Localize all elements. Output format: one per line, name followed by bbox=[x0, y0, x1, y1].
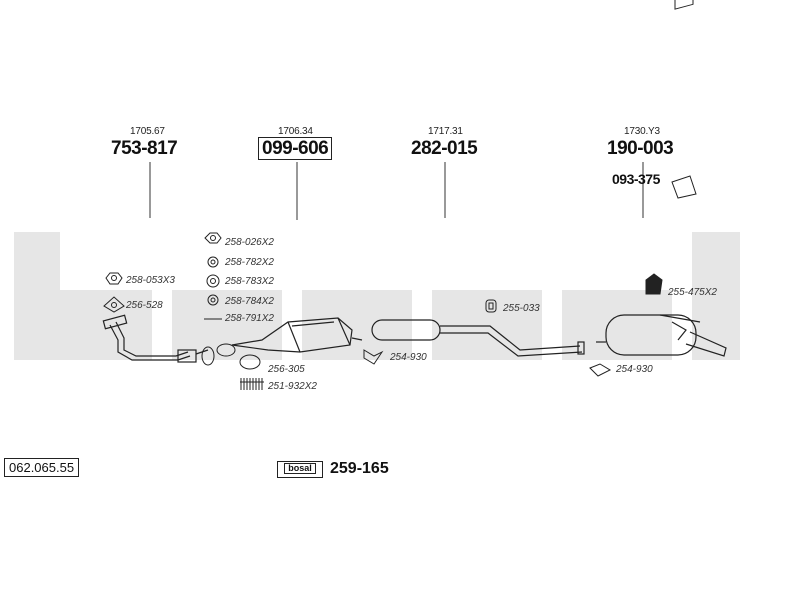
accessory-label[interactable]: 256-305 bbox=[268, 364, 305, 375]
brand-logo-text: bosal bbox=[284, 463, 316, 474]
catalytic-converter-drawing bbox=[231, 317, 363, 353]
part-ref-3: 1717.31 bbox=[428, 126, 463, 137]
accessory-label[interactable]: 254-930 bbox=[390, 352, 427, 363]
hardware-icons bbox=[103, 0, 697, 390]
part-number-extra[interactable]: 093-375 bbox=[612, 171, 660, 187]
part-number-4[interactable]: 190-003 bbox=[607, 138, 674, 159]
part-number-1[interactable]: 753-817 bbox=[111, 138, 178, 159]
accessory-label[interactable]: 258-784X2 bbox=[225, 296, 274, 307]
part-number-3[interactable]: 282-015 bbox=[411, 138, 478, 159]
part-ref-2: 1706.34 bbox=[278, 126, 313, 137]
gasket-drawing bbox=[201, 343, 261, 370]
accessory-label[interactable]: 258-053X3 bbox=[126, 275, 175, 286]
middle-silencer-drawing bbox=[371, 319, 585, 357]
accessory-label[interactable]: 255-033 bbox=[503, 303, 540, 314]
accessory-label[interactable]: 258-026X2 bbox=[225, 237, 274, 248]
part-ref-4: 1730.Y3 bbox=[624, 126, 660, 137]
kit-number[interactable]: 259-165 bbox=[330, 460, 389, 477]
accessory-label[interactable]: 258-783X2 bbox=[225, 276, 274, 287]
rear-silencer-drawing bbox=[596, 314, 727, 357]
accessory-label[interactable]: 254-930 bbox=[616, 364, 653, 375]
part-number-2[interactable]: 099-606 bbox=[258, 137, 333, 160]
accessory-label[interactable]: 256-528 bbox=[126, 300, 163, 311]
accessory-label[interactable]: 251-932X2 bbox=[268, 381, 317, 392]
catalog-code: 062.065.55 bbox=[4, 458, 80, 477]
front-pipe-drawing bbox=[102, 314, 209, 363]
brand-logo-box: bosal bbox=[277, 461, 323, 478]
accessory-label[interactable]: 258-782X2 bbox=[225, 257, 274, 268]
accessory-label[interactable]: 255-475X2 bbox=[668, 287, 717, 298]
accessory-label[interactable]: 258-791X2 bbox=[225, 313, 274, 324]
part-ref-1: 1705.67 bbox=[130, 126, 165, 137]
